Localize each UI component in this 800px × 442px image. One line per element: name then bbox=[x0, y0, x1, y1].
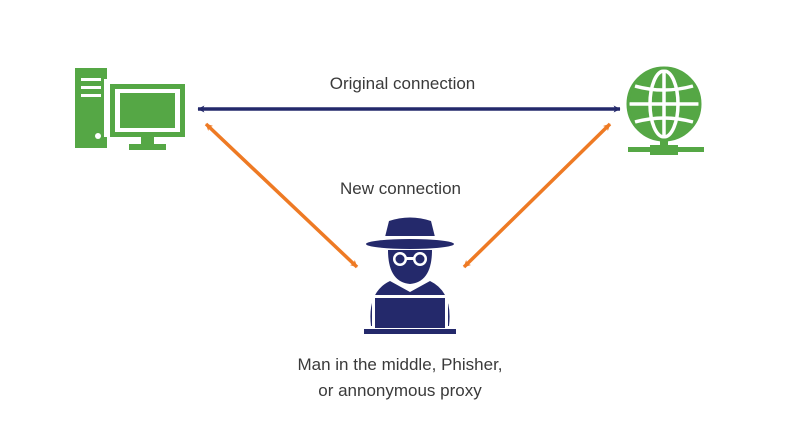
connection-client-attacker bbox=[204, 122, 359, 269]
attacker-caption-line-2: or annonymous proxy bbox=[318, 381, 482, 400]
globe-network-icon bbox=[626, 66, 704, 155]
connection-attacker-server bbox=[462, 122, 612, 269]
spy-hacker-laptop-icon bbox=[364, 217, 456, 334]
new-connection-label: New connection bbox=[340, 179, 461, 198]
attacker-caption-line-1: Man in the middle, Phisher, bbox=[297, 355, 503, 374]
attacker-caption: Man in the middle, Phisher, or annonymou… bbox=[250, 352, 550, 404]
original-connection-label: Original connection bbox=[329, 74, 476, 93]
desktop-computer-icon bbox=[75, 68, 188, 150]
